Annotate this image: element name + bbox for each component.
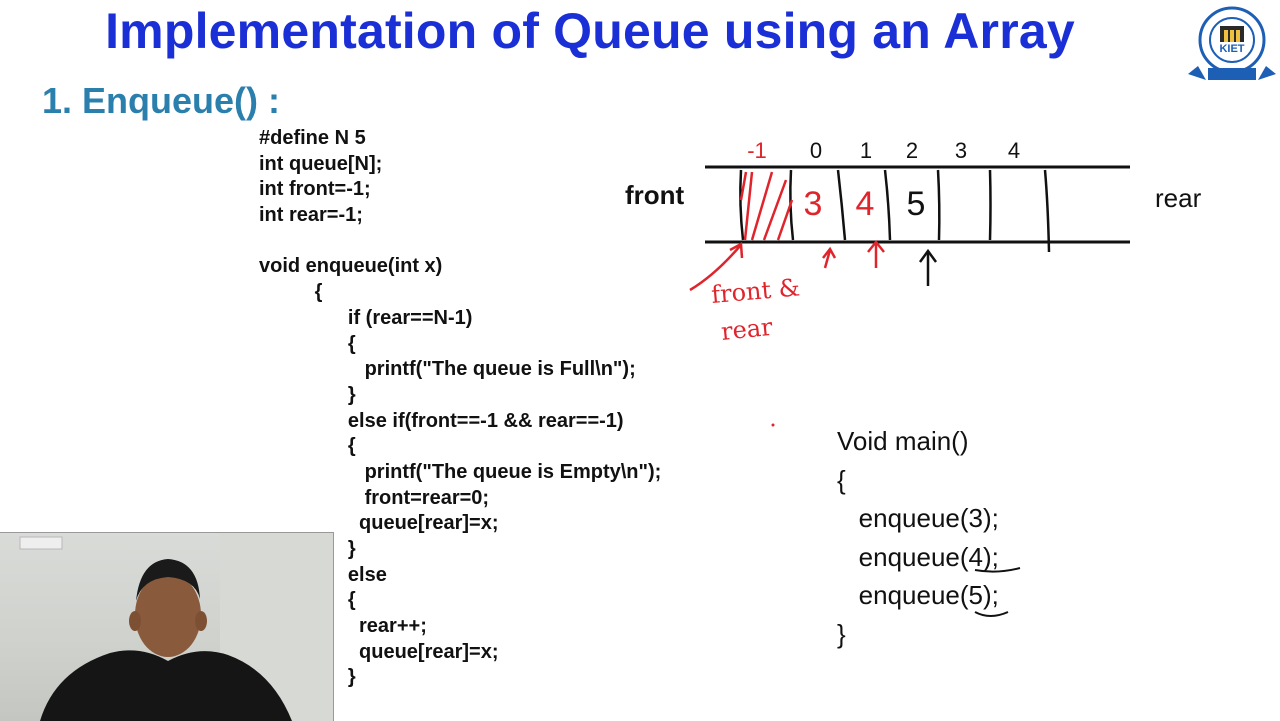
code-line: } (347, 666, 356, 689)
index-label: 2 (906, 138, 918, 163)
section-heading: 1. Enqueue() : (42, 80, 281, 121)
main-code-line: enqueue(5); (837, 580, 999, 610)
main-code-line: { (837, 464, 846, 495)
hatched-cell (739, 171, 794, 241)
code-line: int rear=-1; (259, 204, 363, 227)
code-line: printf("The queue is Full\n"); (259, 358, 636, 381)
main-function-code: Void main() { enqueue(3); enqueue(4); enq… (837, 422, 999, 653)
red-arrows (689, 239, 885, 292)
code-line: int front=-1; (259, 178, 371, 201)
code-line: queue[rear]=x; (259, 640, 499, 663)
code-line: rear++; (259, 615, 427, 638)
index-label: -1 (747, 138, 767, 163)
cell-divider (836, 169, 847, 241)
main-code-line: Void main() (837, 426, 969, 456)
index-label: 4 (1008, 138, 1020, 163)
index-label: 1 (860, 138, 872, 163)
wall-switch-plate (19, 536, 63, 550)
code-line: printf("The queue is Empty\n"); (259, 460, 662, 483)
main-code-line: } (837, 618, 846, 649)
slide-title: Implementation of Queue using an Array (105, 3, 1075, 59)
enqueue-code-block: #define N 5 int queue[N]; int front=-1; int… (259, 126, 661, 717)
code-line: if (rear==N-1) (259, 306, 473, 329)
index-label: 3 (955, 138, 967, 163)
pointer-arrow (823, 249, 832, 269)
code-line: { (259, 332, 356, 355)
presenter-face (135, 573, 201, 657)
cell-divider (739, 169, 745, 241)
cell-value: 4 (856, 185, 875, 223)
code-line: queue[rear]=x; (259, 512, 499, 535)
cell-divider (936, 169, 941, 241)
code-line: #define N 5 (259, 127, 366, 149)
code-line: else if(front==-1 && rear==-1) (259, 409, 624, 432)
cell-divider (988, 169, 992, 241)
presenter-hair (136, 559, 200, 601)
code-line: { (259, 435, 356, 458)
code-line: front=rear=0; (259, 486, 490, 509)
main-code-line: enqueue(3); (837, 503, 999, 533)
code-line: } (347, 538, 356, 560)
index-label: 0 (810, 138, 822, 163)
front-rear-arrow (689, 245, 741, 292)
kiet-logo: KIET (1188, 6, 1276, 80)
cell-value: 3 (804, 185, 823, 223)
note-rear: rear (720, 313, 775, 346)
code-line: int queue[N]; (259, 152, 383, 175)
note-front-rear: front & (710, 273, 801, 309)
code-line: } (259, 383, 356, 406)
logo-text: KIET (1219, 43, 1244, 55)
presenter-webcam (0, 532, 334, 721)
rear-label: rear (1155, 183, 1202, 213)
code-line: { (259, 281, 323, 304)
code-line: { (347, 589, 356, 612)
cell-divider (1043, 169, 1051, 253)
front-label: front (625, 180, 685, 210)
cell-divider (883, 169, 892, 241)
presenter-shirt (40, 650, 292, 721)
main-underlines (974, 567, 1021, 617)
code-line: void enqueue(int x) (259, 255, 443, 278)
cell-value: 5 (907, 185, 926, 223)
main-code-line: enqueue(4); (837, 541, 999, 572)
rear-pointer-arrow (918, 248, 938, 286)
code-line: else (347, 563, 387, 586)
